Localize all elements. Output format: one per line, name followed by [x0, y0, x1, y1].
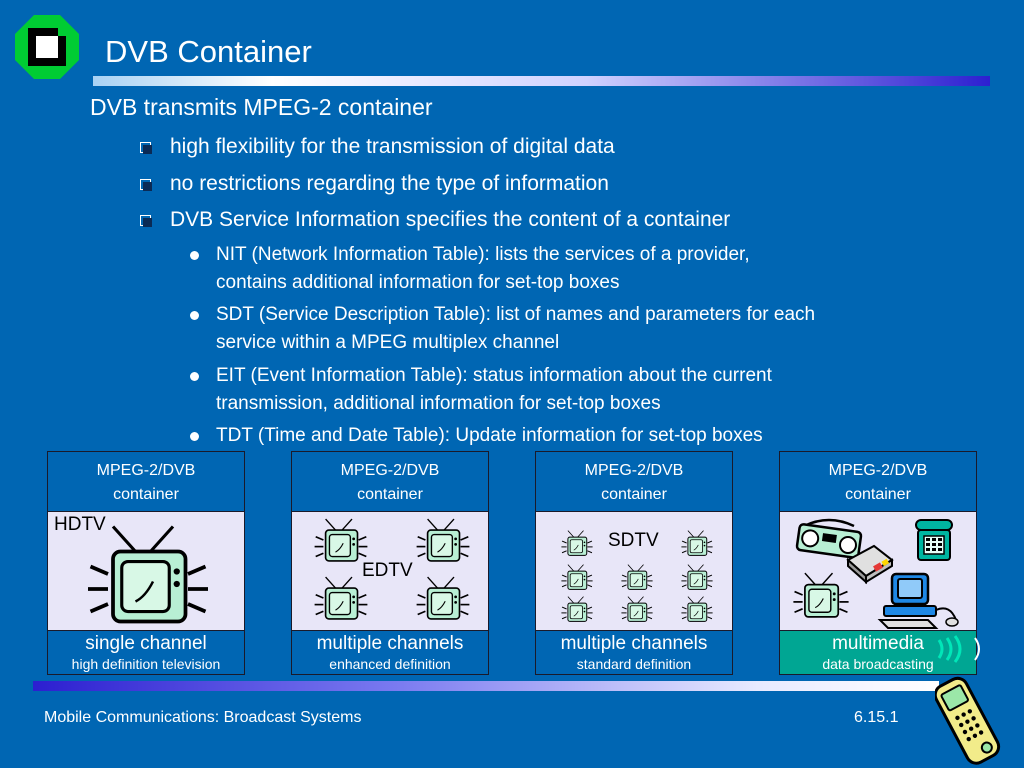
sub-point: high flexibility for the transmission of…: [140, 135, 615, 159]
disk-drive-icon: [846, 544, 894, 585]
table-point-tdt: TDT (Time and Date Table): Update inform…: [190, 422, 763, 450]
tv-icon: [415, 576, 471, 620]
panel-footer: multiple channels enhanced definition: [292, 631, 488, 674]
slide-title: DVB Container: [105, 34, 312, 69]
university-logo-icon: [15, 15, 79, 79]
panel-illustration: HDTV: [48, 512, 244, 631]
tv-icon: [313, 518, 369, 562]
tv-icon: [680, 596, 714, 622]
computer-icon: [877, 572, 959, 629]
sdtv-label: SDTV: [608, 530, 659, 551]
panel-illustration: [780, 512, 976, 631]
container-panel-edtv: MPEG-2/DVB container EDTV multiple chann…: [291, 451, 489, 675]
table-point-sdt: SDT (Service Description Table): list of…: [190, 301, 815, 357]
tv-icon: [792, 572, 850, 618]
sub-point: DVB Service Information specifies the co…: [140, 208, 730, 232]
panel-header: MPEG-2/DVB container: [536, 452, 732, 512]
panel-header: MPEG-2/DVB container: [780, 452, 976, 512]
panel-footer: single channel high definition televisio…: [48, 631, 244, 674]
main-point: DVB transmits MPEG-2 container: [90, 94, 433, 120]
sub-point: no restrictions regarding the type of in…: [140, 172, 609, 196]
panel-illustration: EDTV: [292, 512, 488, 631]
title-divider: [93, 76, 990, 86]
panel-header: MPEG-2/DVB container: [48, 452, 244, 512]
panel-footer: multimedia data broadcasting: [780, 631, 976, 674]
dot-bullet-icon: [190, 372, 199, 381]
dot-bullet-icon: [190, 311, 199, 320]
tv-icon: [560, 530, 594, 556]
table-point-nit: NIT (Network Information Table): lists t…: [190, 241, 750, 297]
panel-illustration: SDTV: [536, 512, 732, 631]
tv-icon: [560, 596, 594, 622]
container-panel-sdtv: MPEG-2/DVB container SDTV multiple chann…: [535, 451, 733, 675]
tv-icon: [86, 524, 210, 624]
dot-bullet-icon: [190, 432, 199, 441]
container-panel-hdtv: MPEG-2/DVB container HDTV single channel…: [47, 451, 245, 675]
mobile-phone-icon: [935, 676, 1001, 765]
dot-bullet-icon: [190, 251, 199, 260]
edtv-label: EDTV: [362, 560, 413, 581]
square-bullet-icon: [140, 215, 152, 227]
slide-number: 6.15.1: [854, 709, 899, 726]
tv-icon: [415, 518, 471, 562]
tv-icon: [680, 530, 714, 556]
tv-icon: [680, 564, 714, 590]
signal-waves-icon: [937, 635, 980, 663]
hdtv-label: HDTV: [54, 514, 106, 535]
square-bullet-icon: [140, 179, 152, 191]
panel-footer: multiple channels standard definition: [536, 631, 732, 674]
tv-icon: [620, 596, 654, 622]
footer-course-title: Mobile Communications: Broadcast Systems: [44, 709, 362, 726]
footer-divider: [33, 681, 939, 691]
container-panel-multimedia: MPEG-2/DVB container: [779, 451, 977, 675]
panel-header: MPEG-2/DVB container: [292, 452, 488, 512]
telephone-icon: [915, 519, 953, 561]
tv-icon: [313, 576, 369, 620]
table-point-eit: EIT (Event Information Table): status in…: [190, 362, 772, 418]
radio-icon: [795, 518, 863, 559]
tv-icon: [560, 564, 594, 590]
square-bullet-icon: [140, 142, 152, 154]
tv-icon: [620, 564, 654, 590]
